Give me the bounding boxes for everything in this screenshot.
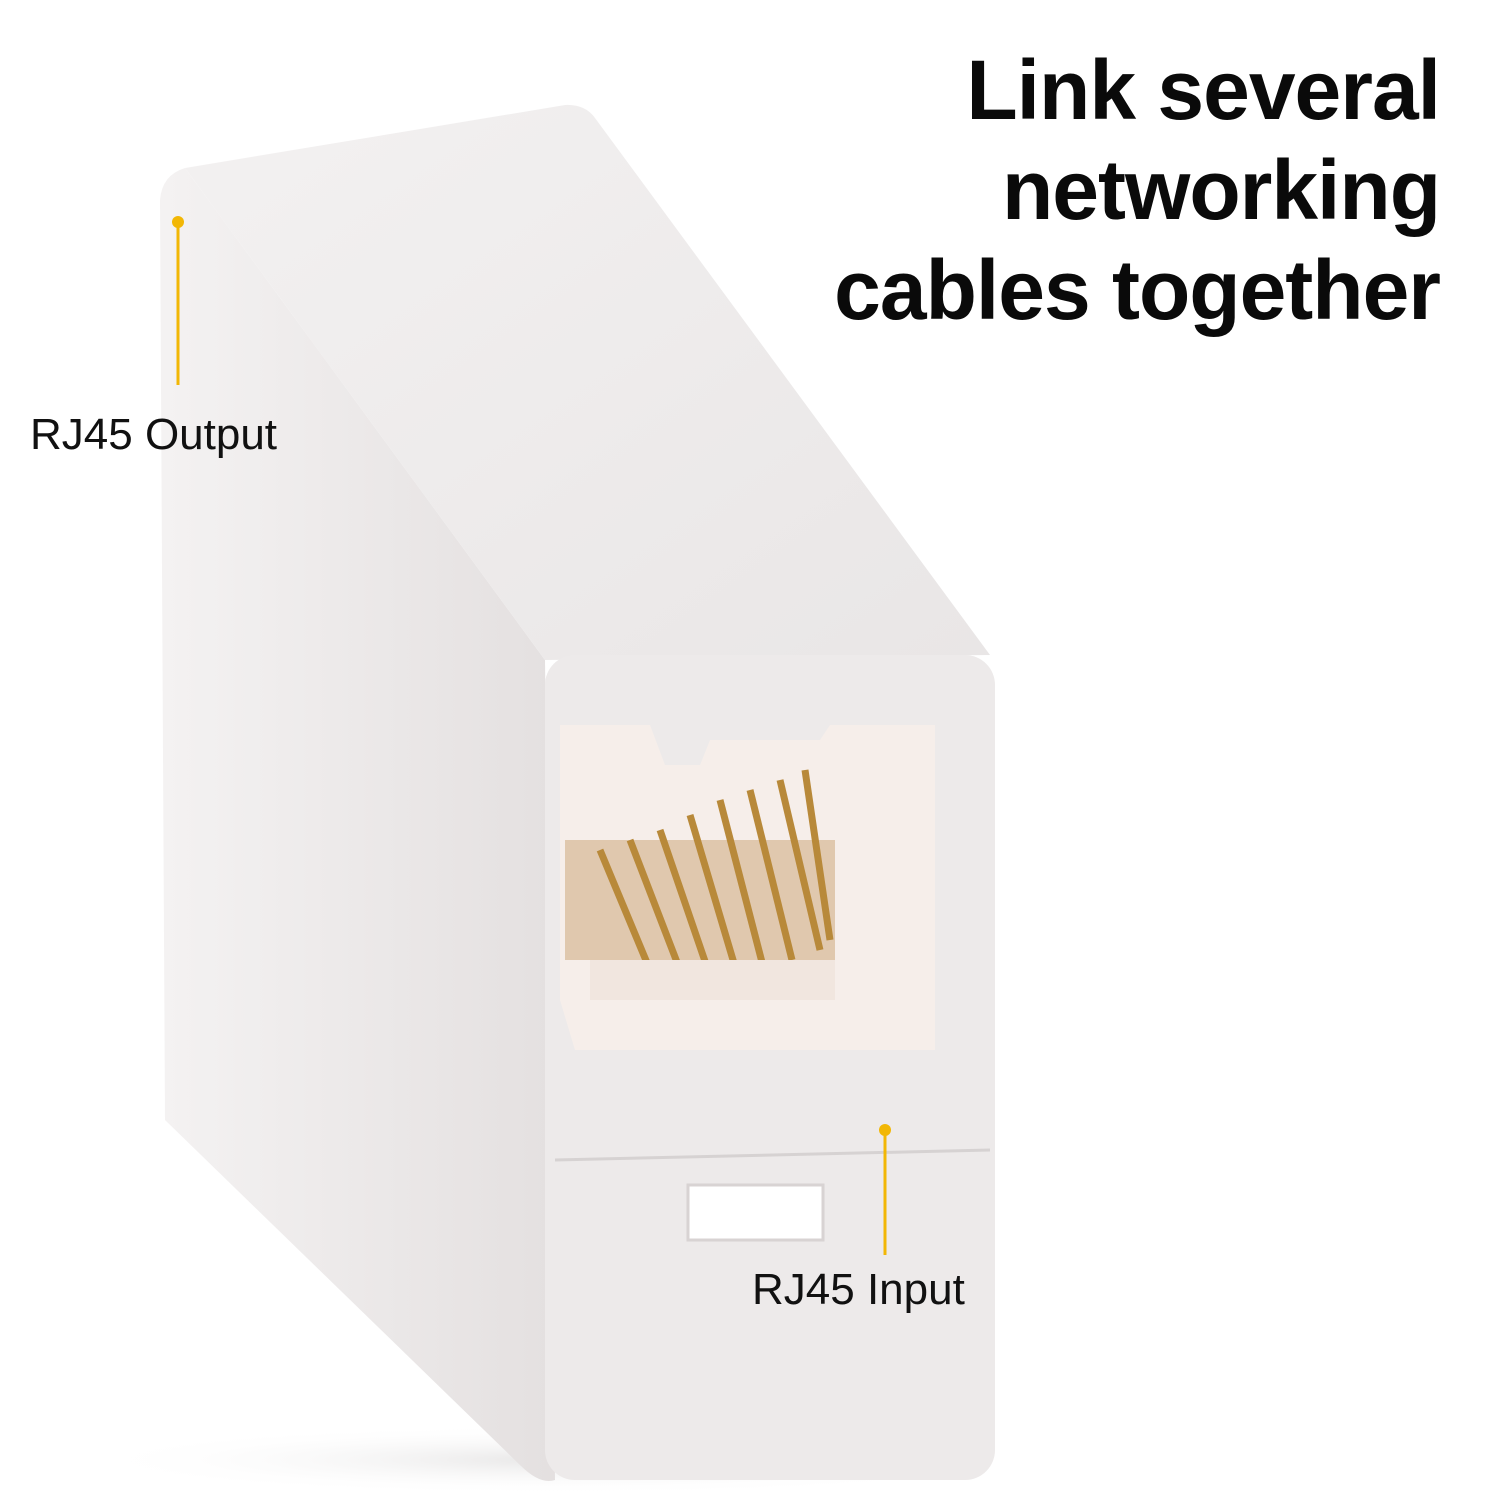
rj45-port: [560, 725, 935, 1050]
coupler-side-face: [160, 168, 555, 1481]
pin: [801, 769, 834, 941]
headline-line: networking: [1001, 143, 1441, 237]
pin: [626, 838, 684, 972]
pin: [656, 828, 712, 972]
pin: [596, 848, 654, 972]
latch-slot: [686, 1183, 825, 1242]
pin: [776, 779, 824, 951]
headline: Link several networking cables together: [834, 40, 1441, 340]
coupler-top-face: [185, 104, 990, 660]
headline-line: Link several: [966, 43, 1441, 137]
output-label: RJ45 Output: [30, 410, 278, 459]
pin: [746, 789, 796, 961]
pin: [686, 814, 740, 971]
seam: [554, 1148, 991, 1162]
pin: [716, 799, 768, 971]
input-label: RJ45 Input: [752, 1265, 965, 1314]
headline-line: cables together: [834, 243, 1441, 337]
